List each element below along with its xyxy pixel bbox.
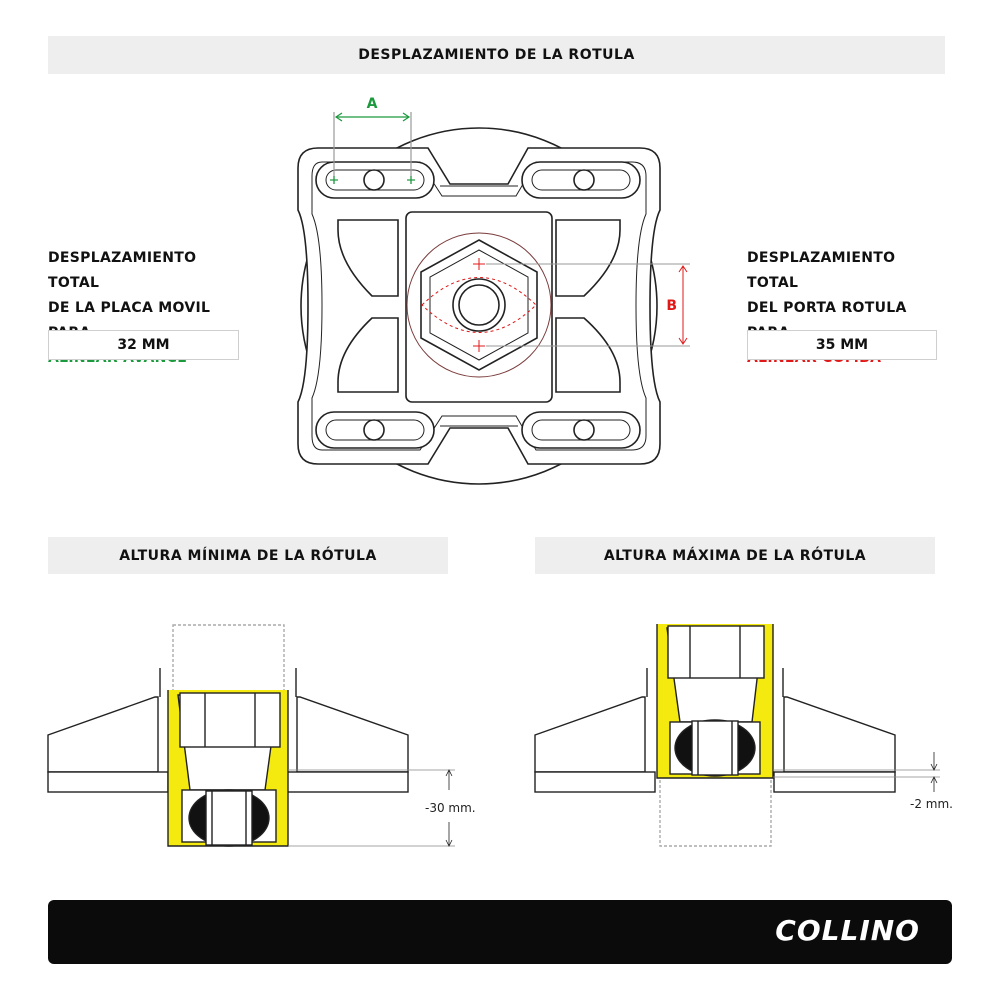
section-max-title: ALTURA MÁXIMA DE LA RÓTULA bbox=[603, 547, 867, 564]
dimension-b-label: B bbox=[666, 298, 677, 314]
pocket-right-bottom bbox=[555, 317, 621, 393]
section-min-drawing bbox=[47, 624, 455, 847]
brand-logo: COLLINO bbox=[775, 914, 920, 947]
section-max-drawing bbox=[534, 624, 940, 847]
left-value: 32 MM bbox=[117, 337, 170, 353]
pocket-left-top bbox=[337, 219, 399, 297]
right-value-box: 35 MM bbox=[747, 330, 937, 360]
left-panel-line1: DESPLAZAMIENTO TOTAL bbox=[48, 250, 197, 291]
pocket-right-top bbox=[555, 219, 621, 297]
dimension-min-label: -30 mm. bbox=[425, 801, 476, 815]
pocket-left-bottom bbox=[337, 317, 399, 393]
footer-bar: COLLINO bbox=[48, 900, 952, 964]
dimension-max-label: -2 mm. bbox=[910, 797, 953, 811]
right-panel-line1: DESPLAZAMIENTO TOTAL bbox=[747, 250, 896, 291]
header-bar: DESPLAZAMIENTO DE LA ROTULA bbox=[48, 36, 945, 74]
header-title: DESPLAZAMIENTO DE LA ROTULA bbox=[358, 47, 635, 63]
section-min-bar: ALTURA MÍNIMA DE LA RÓTULA bbox=[48, 537, 448, 574]
section-max-bar: ALTURA MÁXIMA DE LA RÓTULA bbox=[535, 537, 935, 574]
left-value-box: 32 MM bbox=[48, 330, 239, 360]
right-value: 35 MM bbox=[815, 337, 869, 353]
center-bolt bbox=[452, 278, 506, 332]
section-min-title: ALTURA MÍNIMA DE LA RÓTULA bbox=[119, 547, 377, 564]
dimension-a-label: A bbox=[367, 96, 378, 112]
